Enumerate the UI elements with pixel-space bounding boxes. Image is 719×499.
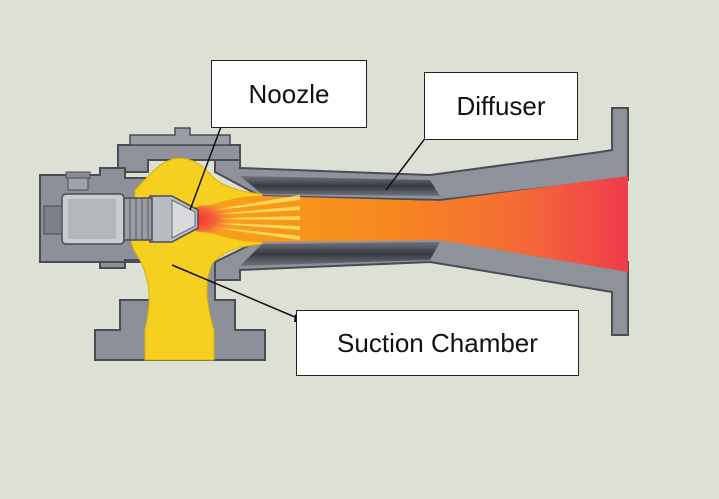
steam-inlet-fitting — [43, 193, 153, 245]
nozzle — [149, 195, 199, 243]
diffuser-label: Diffuser — [456, 90, 546, 121]
top-plug — [65, 171, 91, 191]
diffuser-flow — [195, 176, 628, 272]
diffuser-label-box: Diffuser — [424, 72, 578, 140]
noozle-label-box: Noozle — [211, 60, 367, 128]
suction-chamber-label-box: Suction Chamber — [296, 310, 579, 376]
suction-leader — [171, 264, 303, 321]
suction-chamber-label: Suction Chamber — [337, 327, 538, 358]
noozle-label: Noozle — [248, 78, 330, 109]
